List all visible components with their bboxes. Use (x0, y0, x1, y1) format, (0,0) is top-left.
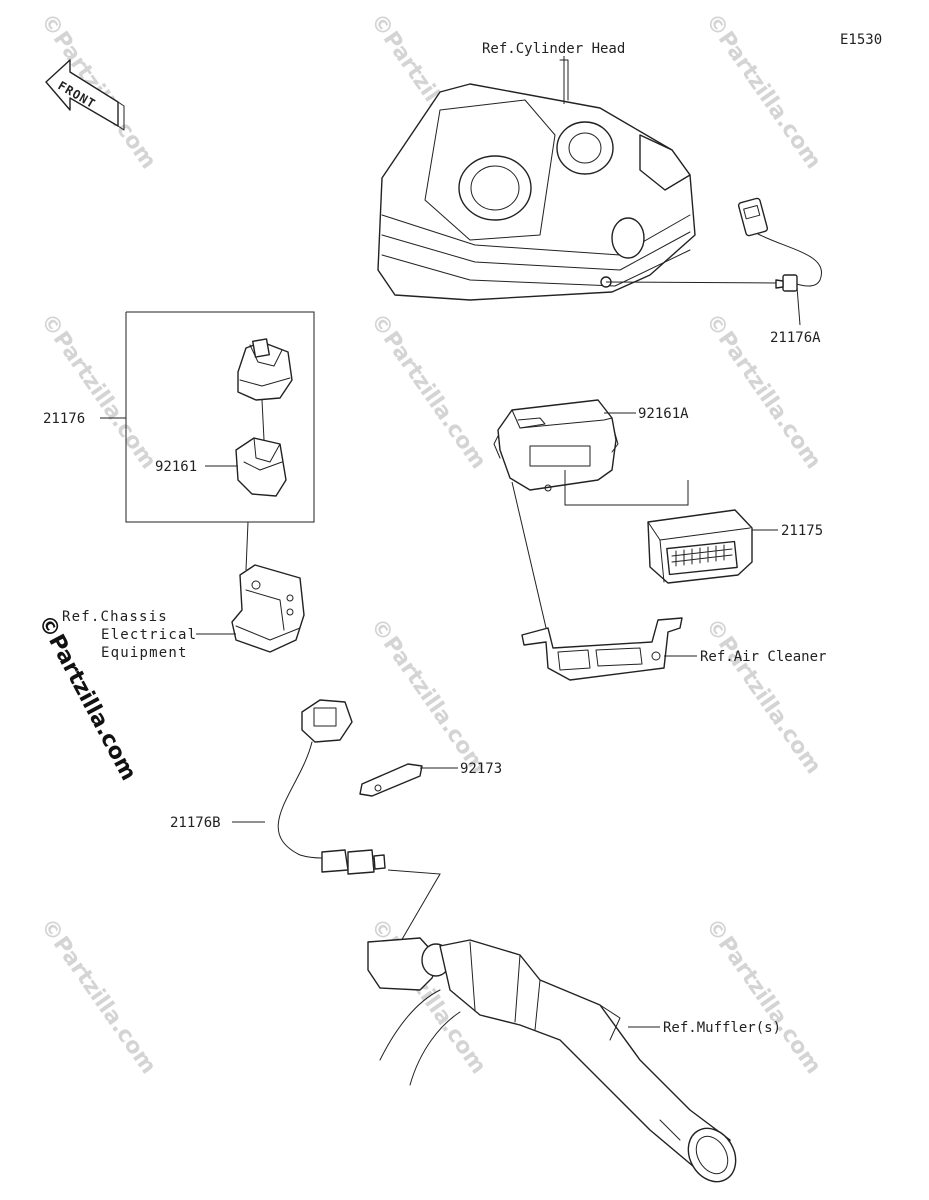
watermark: ©Partzilla.com (35, 914, 161, 1079)
clamp-92173-illustration (359, 763, 423, 797)
sensor-connector-illustration (237, 338, 293, 401)
label-ref-muffler: Ref.Muffler(s) (663, 1020, 781, 1036)
o2-sensor-21176b-illustration (277, 699, 386, 875)
watermark: ©Partzilla.com (700, 614, 826, 779)
label-21176a: 21176A (770, 330, 821, 346)
label-21176: 21176 (43, 411, 85, 427)
kit-bracket-21176 (125, 311, 315, 523)
boot-92161-illustration (235, 437, 287, 497)
label-21176b: 21176B (170, 815, 221, 831)
label-ref-chassis-2: Electrical (101, 627, 197, 643)
watermark: ©Partzilla.com (700, 914, 826, 1079)
label-92161a: 92161A (638, 406, 689, 422)
exhaust-pipe-illustration (367, 937, 737, 1183)
leader-sensor-to-pipe (387, 869, 441, 961)
label-92173: 92173 (460, 761, 502, 777)
air-cleaner-bracket-illustration (521, 617, 683, 681)
label-ref-cylinder-head: Ref.Cylinder Head (482, 41, 625, 57)
leader-kit-to-bracket (245, 521, 249, 571)
watermark: ©Partzilla.com (700, 9, 826, 174)
label-ref-air-cleaner: Ref.Air Cleaner (700, 649, 826, 665)
leader-case-to-bracket (511, 481, 548, 633)
leader-21176a-head (605, 281, 777, 284)
label-92161: 92161 (155, 459, 197, 475)
label-ref-chassis-3: Equipment (101, 645, 188, 661)
leader-case-to-ecu (564, 470, 689, 506)
label-21175: 21175 (781, 523, 823, 539)
leader-21176a (796, 286, 801, 326)
watermark: ©Partzilla.com (365, 309, 491, 474)
label-ref-chassis-1: Ref.Chassis (62, 609, 168, 625)
leader-kit-inner (261, 399, 265, 441)
watermark: ©Partzilla.com (35, 309, 161, 474)
ecu-case-92161a-illustration (493, 399, 619, 492)
watermark: ©Partzilla.com (365, 614, 491, 779)
chassis-bracket-illustration (231, 564, 305, 653)
cylinder-head-illustration (377, 59, 696, 301)
ecu-21175-illustration (647, 509, 753, 584)
sensor-21176a-illustration (737, 197, 823, 292)
diagram-code: E1530 (840, 32, 882, 48)
